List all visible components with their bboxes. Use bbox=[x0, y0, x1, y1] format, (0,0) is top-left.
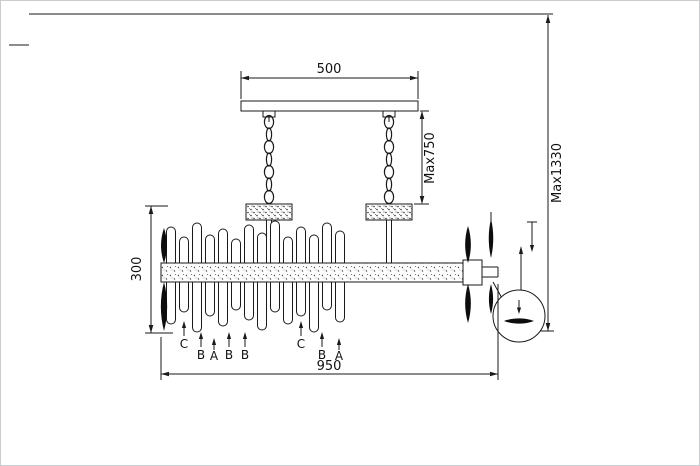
chain-link bbox=[263, 139, 275, 155]
arrowhead bbox=[336, 338, 342, 345]
arrowhead bbox=[148, 325, 154, 333]
crystal-rod-bottom bbox=[192, 275, 202, 333]
arrowhead bbox=[529, 245, 535, 252]
crystal-rod-bottom bbox=[218, 275, 228, 327]
callout-label: C bbox=[180, 337, 188, 351]
callouts: C B A B B C B bbox=[180, 321, 344, 363]
end-crystal bbox=[160, 282, 168, 331]
dim-max1330-label: Max1330 bbox=[550, 143, 565, 203]
crystal-rod-bottom bbox=[283, 275, 293, 325]
arrowhead bbox=[148, 206, 154, 214]
callout-b-1: B bbox=[197, 332, 205, 362]
connector-block bbox=[462, 259, 483, 286]
detail-crystal bbox=[504, 318, 534, 324]
ceiling-plate bbox=[240, 100, 419, 118]
callout-a-2: A bbox=[335, 338, 344, 363]
arrowhead bbox=[226, 332, 232, 339]
bar-right-connector bbox=[462, 259, 499, 286]
chain-link bbox=[265, 177, 273, 192]
crystal-rod-bottom bbox=[335, 275, 345, 323]
arrowhead bbox=[545, 323, 551, 331]
arrowhead bbox=[161, 371, 169, 377]
end-crystal bbox=[465, 284, 471, 323]
chain-link bbox=[265, 152, 273, 167]
callout-b-3: B bbox=[241, 332, 249, 362]
dim-500: 500 bbox=[240, 62, 419, 99]
detail-view bbox=[492, 246, 546, 343]
chain-link bbox=[263, 189, 275, 205]
callout-label: B bbox=[225, 348, 233, 362]
arrowhead bbox=[298, 321, 304, 328]
callout-c-2: C bbox=[297, 321, 305, 351]
callout-label: B bbox=[241, 348, 249, 362]
arrowhead bbox=[241, 75, 249, 81]
arrowhead bbox=[419, 196, 425, 204]
arrowhead bbox=[545, 15, 551, 23]
chain-link bbox=[383, 139, 395, 155]
dim-300: 300 bbox=[130, 205, 173, 334]
chain-link bbox=[383, 164, 395, 180]
end-crystals-left bbox=[160, 228, 168, 331]
callout-b-2: B bbox=[225, 332, 233, 362]
callout-label: B bbox=[318, 348, 326, 362]
chain-link bbox=[263, 164, 275, 180]
fixture bbox=[160, 212, 499, 333]
arrowhead bbox=[319, 332, 325, 339]
callout-c-1: C bbox=[180, 321, 188, 351]
chain-link bbox=[385, 152, 393, 167]
arrowhead bbox=[211, 338, 217, 345]
arrowhead bbox=[181, 321, 187, 328]
end-crystal bbox=[465, 226, 471, 263]
chain-link bbox=[265, 127, 273, 142]
callout-label: A bbox=[335, 349, 344, 363]
arrowhead bbox=[490, 371, 498, 377]
arrowhead bbox=[198, 332, 204, 339]
end-crystals-right bbox=[465, 212, 494, 323]
crystal-rod-bottom bbox=[166, 275, 176, 325]
canopy-stem bbox=[386, 219, 392, 264]
dim-max1330: Max1330 bbox=[499, 15, 565, 332]
callout-b-4: B bbox=[318, 332, 326, 362]
arrowhead bbox=[516, 307, 522, 314]
chain-link bbox=[385, 127, 393, 142]
chain-right bbox=[383, 114, 395, 205]
callout-label: B bbox=[197, 348, 205, 362]
crystal-rod-bottom bbox=[309, 275, 319, 333]
canopy-right bbox=[365, 203, 413, 264]
crystal-rod-bottom bbox=[244, 275, 254, 321]
dim-500-label: 500 bbox=[317, 62, 342, 77]
pin-crystal bbox=[488, 219, 494, 258]
arrowhead bbox=[242, 332, 248, 339]
ceiling-reference bbox=[9, 13, 553, 46]
pin-crystal bbox=[488, 284, 494, 314]
arrowhead bbox=[518, 246, 524, 254]
canopy-body bbox=[365, 203, 413, 221]
detail-circle bbox=[492, 289, 546, 343]
ceiling-plate-bar bbox=[240, 100, 419, 112]
dim-950: 950 bbox=[160, 284, 499, 380]
lower-rods bbox=[166, 275, 345, 333]
chain-link bbox=[385, 177, 393, 192]
dim-max750: Max750 bbox=[414, 110, 438, 205]
dim-max750-label: Max750 bbox=[423, 132, 438, 184]
dim-300-label: 300 bbox=[130, 257, 145, 282]
arrowhead bbox=[410, 75, 418, 81]
crystal-rod-bottom bbox=[257, 275, 267, 331]
chain-link bbox=[383, 189, 395, 205]
end-crystal bbox=[161, 228, 167, 263]
assembly-arrow-down bbox=[527, 221, 537, 252]
canopy-body bbox=[245, 203, 293, 221]
arrowhead bbox=[419, 111, 425, 119]
chain-left bbox=[263, 114, 275, 205]
callout-label: A bbox=[210, 349, 219, 363]
callout-label: C bbox=[297, 337, 305, 351]
dim-950-label: 950 bbox=[317, 359, 342, 374]
fixture-bar bbox=[160, 262, 464, 283]
callout-a-1: A bbox=[210, 338, 219, 363]
